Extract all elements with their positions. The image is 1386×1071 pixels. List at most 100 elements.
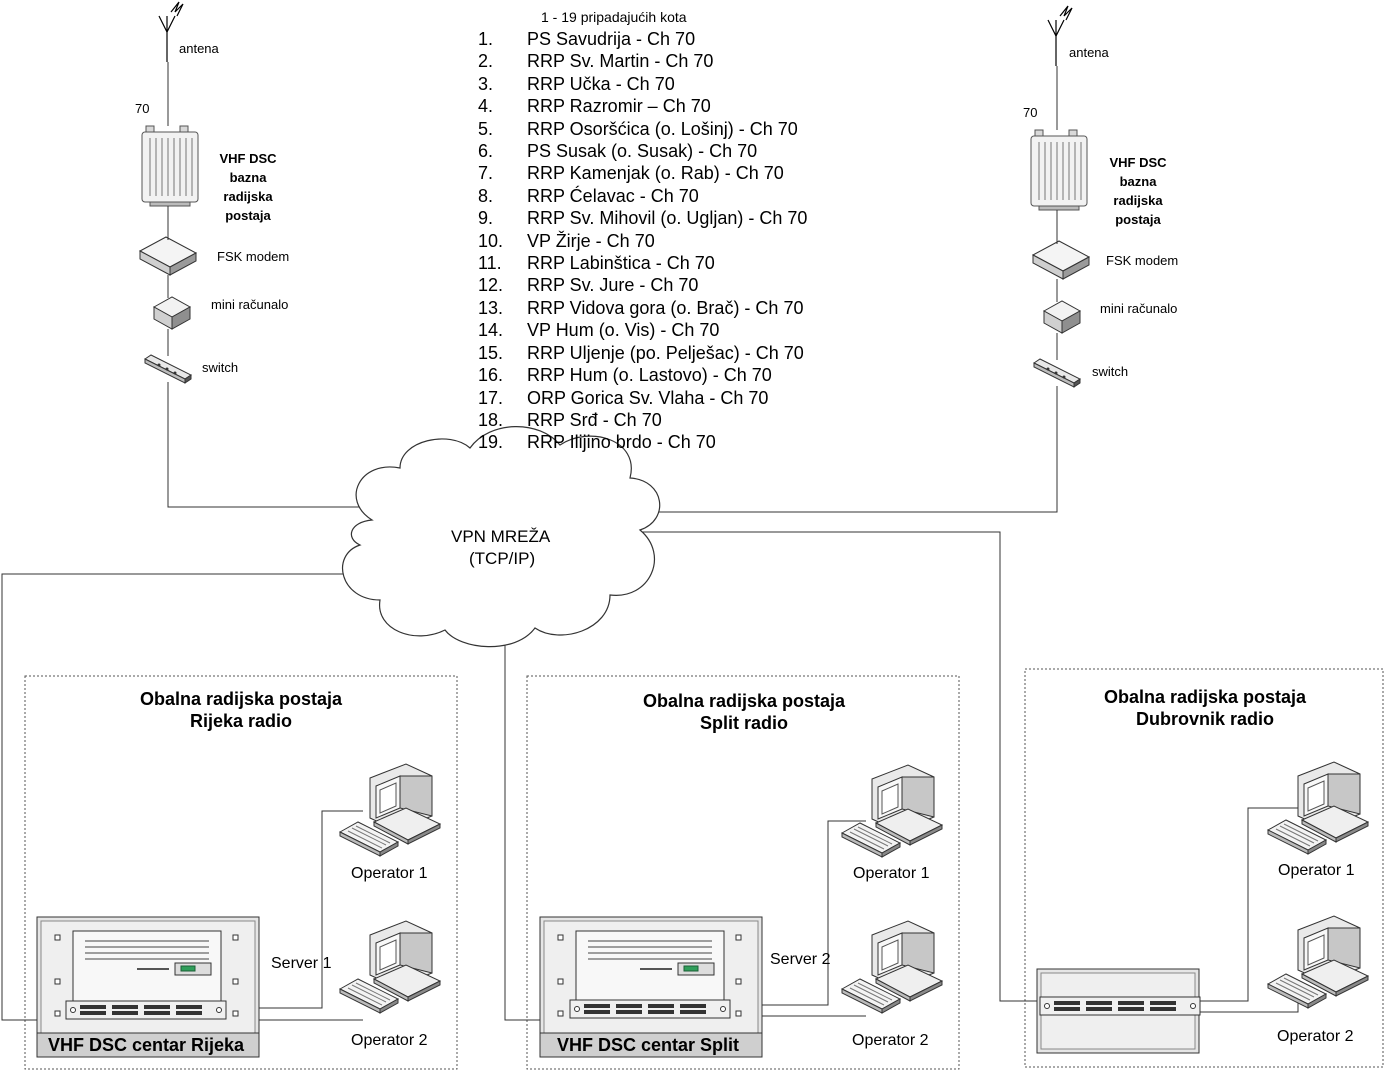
cloud-title: VPN MREŽA (451, 527, 551, 546)
station-label: RRP Uljenje (po. Pelješac) - Ch 70 (527, 342, 804, 363)
mini-computer-label-right: mini računalo (1100, 301, 1178, 316)
operator-1-label-split: Operator 1 (853, 865, 930, 882)
station-label: RRP Ilijino brdo - Ch 70 (527, 432, 716, 453)
operator-1-label-rijeka: Operator 1 (351, 865, 428, 882)
center-label-split: VHF DSC centar Split (557, 1035, 740, 1055)
operator-2-label-rijeka: Operator 2 (351, 1032, 428, 1049)
station-list-item: 7. RRP Kamenjak (o. Rab) - Ch 70 (478, 162, 807, 184)
station-number: 14. (478, 320, 504, 341)
station-label: VP Hum (o. Vis) - Ch 70 (527, 320, 720, 341)
mini-computer-label-left: mini računalo (211, 297, 289, 312)
station-label: RRP Sv. Mihovil (o. Ugljan) - Ch 70 (527, 208, 808, 229)
center-label-rijeka: VHF DSC centar Rijeka (48, 1035, 245, 1055)
station-label: RRP Osoršćica (o. Lošinj) - Ch 70 (527, 118, 798, 139)
station-list-item: 4.RRP Razromir – Ch 70 (478, 95, 807, 117)
station-number: 5. (478, 118, 494, 139)
site-title-split: Obalna radijska postaja Split radio (642, 691, 846, 733)
switch-label-left: switch (202, 360, 239, 375)
station-number: 11. (478, 253, 502, 274)
station-number: 13. (478, 297, 504, 318)
patch-panel-dubrovnik (1039, 996, 1201, 1016)
station-number: 19. (478, 432, 504, 453)
pc-icon-dubrovnik-operator-2 (1267, 915, 1369, 1009)
station-label: PS Susak (o. Susak) - Ch 70 (527, 141, 758, 162)
station-list-item: 1. PS Savudrija - Ch 70 (478, 28, 807, 50)
station-number: 3. (478, 73, 494, 94)
station-number: 8. (478, 185, 494, 206)
station-number: 9. (478, 208, 494, 229)
mini-computer-right (1043, 300, 1081, 334)
station-label: RRP Učka - Ch 70 (527, 73, 675, 94)
station-number: 10. (478, 230, 504, 251)
station-number: 2. (478, 51, 494, 72)
station-list-item: 18. RRP Srđ - Ch 70 (478, 409, 807, 431)
station-number: 18. (478, 409, 504, 430)
station-list-item: 8.RRP Ćelavac - Ch 70 (478, 185, 807, 207)
fsk-modem-left (139, 236, 197, 276)
antenna-label-left: antena (179, 41, 219, 56)
modem-label-left: FSK modem (217, 249, 290, 264)
station-list-item: 10. VP Žirje - Ch 70 (478, 230, 807, 252)
station-label: PS Savudrija - Ch 70 (527, 29, 696, 49)
station-number: 15. (478, 342, 504, 363)
pc-icon-rijeka-operator-1 (339, 763, 441, 857)
station-list-item: 15. RRP Uljenje (po. Pelješac) - Ch 70 (478, 342, 807, 364)
station-list-item: 16.RRP Hum (o. Lastovo) - Ch 70 (478, 364, 807, 386)
antenna-label-right: antena (1069, 45, 1109, 60)
cloud-subtitle: (TCP/IP) (469, 549, 536, 568)
connection-lines (1, 382, 1299, 1021)
patch-panel-split (569, 999, 731, 1019)
mini-computer-left (153, 296, 191, 330)
station-list-item: 19. RRP Ilijino brdo - Ch 70 (478, 431, 807, 453)
station-list-item: 2. RRP Sv. Martin - Ch 70 (478, 50, 807, 72)
station-number: 16. (478, 365, 504, 386)
channel-label-right: 70 (1023, 105, 1038, 120)
site-title-dubrovnik: Obalna radijska postaja Dubrovnik radio (1103, 687, 1307, 729)
station-list-item: 17. ORP Gorica Sv. Vlaha - Ch 70 (478, 387, 807, 409)
site-box-split (526, 675, 960, 1070)
station-number: 6. (478, 141, 494, 162)
station-label: RRP Srđ - Ch 70 (527, 409, 662, 430)
station-number: 12. (478, 275, 504, 296)
station-list-item: 9. RRP Sv. Mihovil (o. Ugljan) - Ch 70 (478, 207, 807, 229)
pc-icon-split-operator-1 (841, 764, 943, 858)
station-list-item: 5. RRP Osoršćica (o. Lošinj) - Ch 70 (478, 118, 807, 140)
operator-1-label-dubrovnik: Operator 1 (1278, 862, 1355, 879)
station-list-item: 12. RRP Sv. Jure - Ch 70 (478, 274, 807, 296)
station-list-item: 6. PS Susak (o. Susak) - Ch 70 (478, 140, 807, 162)
channel-label-left: 70 (135, 101, 150, 116)
station-number: 1. (478, 29, 494, 49)
server-label-rijeka: Server 1 (271, 955, 332, 972)
station-list-item: 13. RRP Vidova gora (o. Brač) - Ch 70 (478, 297, 807, 319)
switch-right (1033, 358, 1081, 388)
station-label: VP Žirje - Ch 70 (527, 230, 655, 251)
site-box-rijeka (24, 675, 458, 1070)
station-label: RRP Sv. Martin - Ch 70 (527, 51, 714, 72)
operator-2-label-dubrovnik: Operator 2 (1277, 1028, 1354, 1045)
station-number: 17. (478, 387, 504, 408)
station-list-item: 11. RRP Labinštica - Ch 70 (478, 252, 807, 274)
server-label-split: Server 2 (770, 951, 831, 968)
station-label: RRP Razromir – Ch 70 (527, 96, 711, 117)
vpn-cloud (342, 426, 661, 648)
base-station-label-left: VHF DSC bazna radijska postaja (219, 151, 277, 223)
base-station-label-right: VHF DSC bazna radijska postaja (1109, 155, 1167, 227)
station-number: 7. (478, 163, 494, 184)
station-label: RRP Kamenjak (o. Rab) - Ch 70 (527, 163, 784, 184)
site-box-dubrovnik (1024, 668, 1384, 1068)
station-label: RRP Vidova gora (o. Brač) - Ch 70 (527, 297, 804, 318)
pc-icon-rijeka-operator-2 (339, 920, 441, 1014)
station-list-item: 3. RRP Učka - Ch 70 (478, 73, 807, 95)
station-list: 1. PS Savudrija - Ch 70 2. RRP Sv. Martin -… (478, 28, 807, 454)
fsk-modem-right (1032, 240, 1090, 280)
list-caption: 1 - 19 pripadajućih kota (541, 9, 687, 25)
patch-panel-rijeka (65, 1000, 227, 1020)
station-label: RRP Labinštica - Ch 70 (527, 253, 715, 274)
station-label: RRP Sv. Jure - Ch 70 (527, 275, 699, 296)
station-label: ORP Gorica Sv. Vlaha - Ch 70 (527, 387, 769, 408)
base-station-right (1030, 129, 1088, 211)
switch-left (144, 354, 192, 384)
switch-label-right: switch (1092, 364, 1129, 379)
station-list-item: 14. VP Hum (o. Vis) - Ch 70 (478, 319, 807, 341)
